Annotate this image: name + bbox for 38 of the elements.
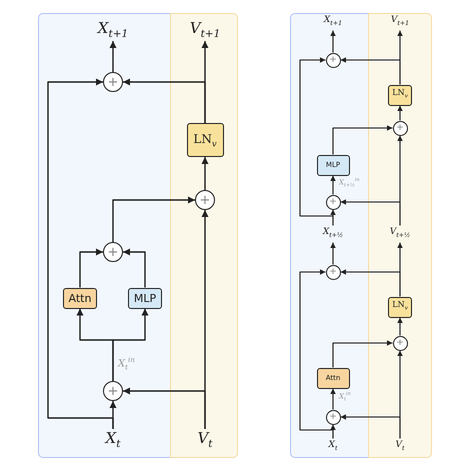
variable-label: X$_{t+½}$ (316, 228, 350, 240)
variable-label: X$_{t}$ (98, 431, 128, 449)
arrow (340, 57, 401, 84)
arrow (332, 340, 392, 368)
arrow (332, 125, 392, 154)
arrow (397, 350, 403, 438)
variable-label: V$_{t}$ (190, 431, 220, 449)
arrow (123, 248, 146, 288)
variable-label: V$_{t+1}$ (383, 16, 417, 28)
arrow (299, 57, 334, 226)
arrow (123, 78, 206, 123)
layer-box: LN$_{v}$ (388, 296, 412, 318)
arrow (397, 318, 403, 336)
variable-label: X$_{t}$ (321, 440, 345, 454)
layer-box: LN$_{v}$ (388, 84, 412, 106)
arrow (397, 106, 403, 120)
variable-label: X$_{t+1}$ (93, 21, 133, 39)
arrow (397, 136, 403, 226)
arrow (79, 248, 103, 288)
arrow (202, 157, 208, 190)
arrow (330, 176, 336, 194)
arrow (202, 210, 208, 429)
arrow (112, 196, 195, 242)
variable-label: V$_{t+1}$ (185, 21, 225, 39)
variable-label: X$_{t+1}$ (316, 16, 350, 28)
layer-box: MLP (128, 288, 162, 308)
layer-box: LN$_{v}$ (186, 123, 224, 157)
arrow (330, 30, 336, 52)
arrow (110, 41, 116, 72)
layer-box: Attn (63, 288, 97, 308)
variable-label: V$_{t+½}$ (383, 228, 417, 240)
arrow (299, 269, 334, 438)
arrow (47, 78, 114, 429)
arrow (340, 269, 401, 296)
variable-label: V$_{t}$ (388, 440, 412, 454)
arrow (330, 388, 336, 410)
arrow (330, 242, 336, 264)
arrow (112, 308, 148, 381)
